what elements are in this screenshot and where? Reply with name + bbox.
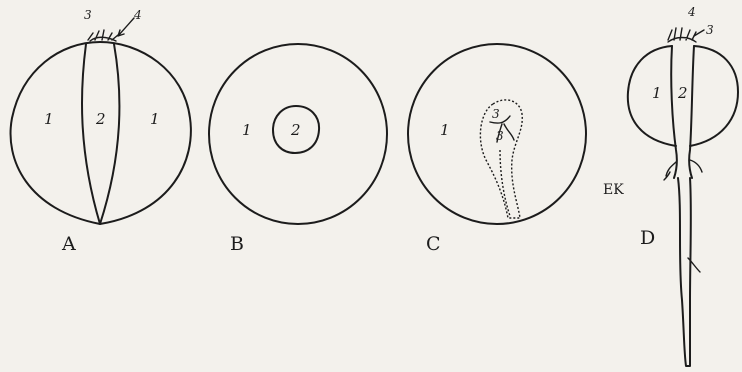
panel-d-label-3: 3 <box>706 23 714 37</box>
panel-a-label-4: 4 <box>133 8 142 22</box>
panel-a-outer-seed <box>11 42 191 224</box>
artist-signature: EK <box>603 182 624 198</box>
panel-d-label-1: 1 <box>652 84 662 102</box>
panel-a-label-3: 3 <box>84 8 92 22</box>
panel-c-label-upper-3: 3 <box>492 107 500 121</box>
panel-a-right-furrow <box>100 44 119 224</box>
panel-c-letter: C <box>426 233 441 255</box>
panel-c-label-outer: 1 <box>440 121 450 139</box>
panel-a-hilum-tuft <box>88 30 118 41</box>
panel-a: 1 2 1 3 4 A <box>11 8 191 255</box>
panel-a-left-furrow <box>82 44 100 224</box>
panel-a-pointer-4 <box>118 18 134 36</box>
panel-c-label-lower-3: 3 <box>496 129 504 143</box>
panel-d-label-4: 4 <box>687 5 696 19</box>
panel-d-root <box>678 178 691 366</box>
panel-c-embryo-outline <box>480 100 522 218</box>
panel-d-hypocotyl <box>671 46 694 178</box>
panel-a-label-center: 2 <box>95 110 106 128</box>
panel-c: 1 3 3 C <box>408 44 586 255</box>
panel-a-label-outer-right: 1 <box>150 110 160 128</box>
panel-d-shoot-tip <box>668 28 696 42</box>
panel-a-letter: A <box>61 233 76 255</box>
panel-b: 1 2 B <box>209 44 387 255</box>
panel-d: 1 2 4 3 D <box>628 5 738 366</box>
panel-b-label-outer: 1 <box>242 121 252 139</box>
panel-b-label-center: 2 <box>290 121 301 139</box>
panel-d-label-2: 2 <box>677 84 688 102</box>
panel-a-label-outer-left: 1 <box>44 110 54 128</box>
panel-b-letter: B <box>230 233 244 255</box>
panel-c-embryo-axis <box>500 150 510 216</box>
panel-d-letter: D <box>640 227 655 249</box>
